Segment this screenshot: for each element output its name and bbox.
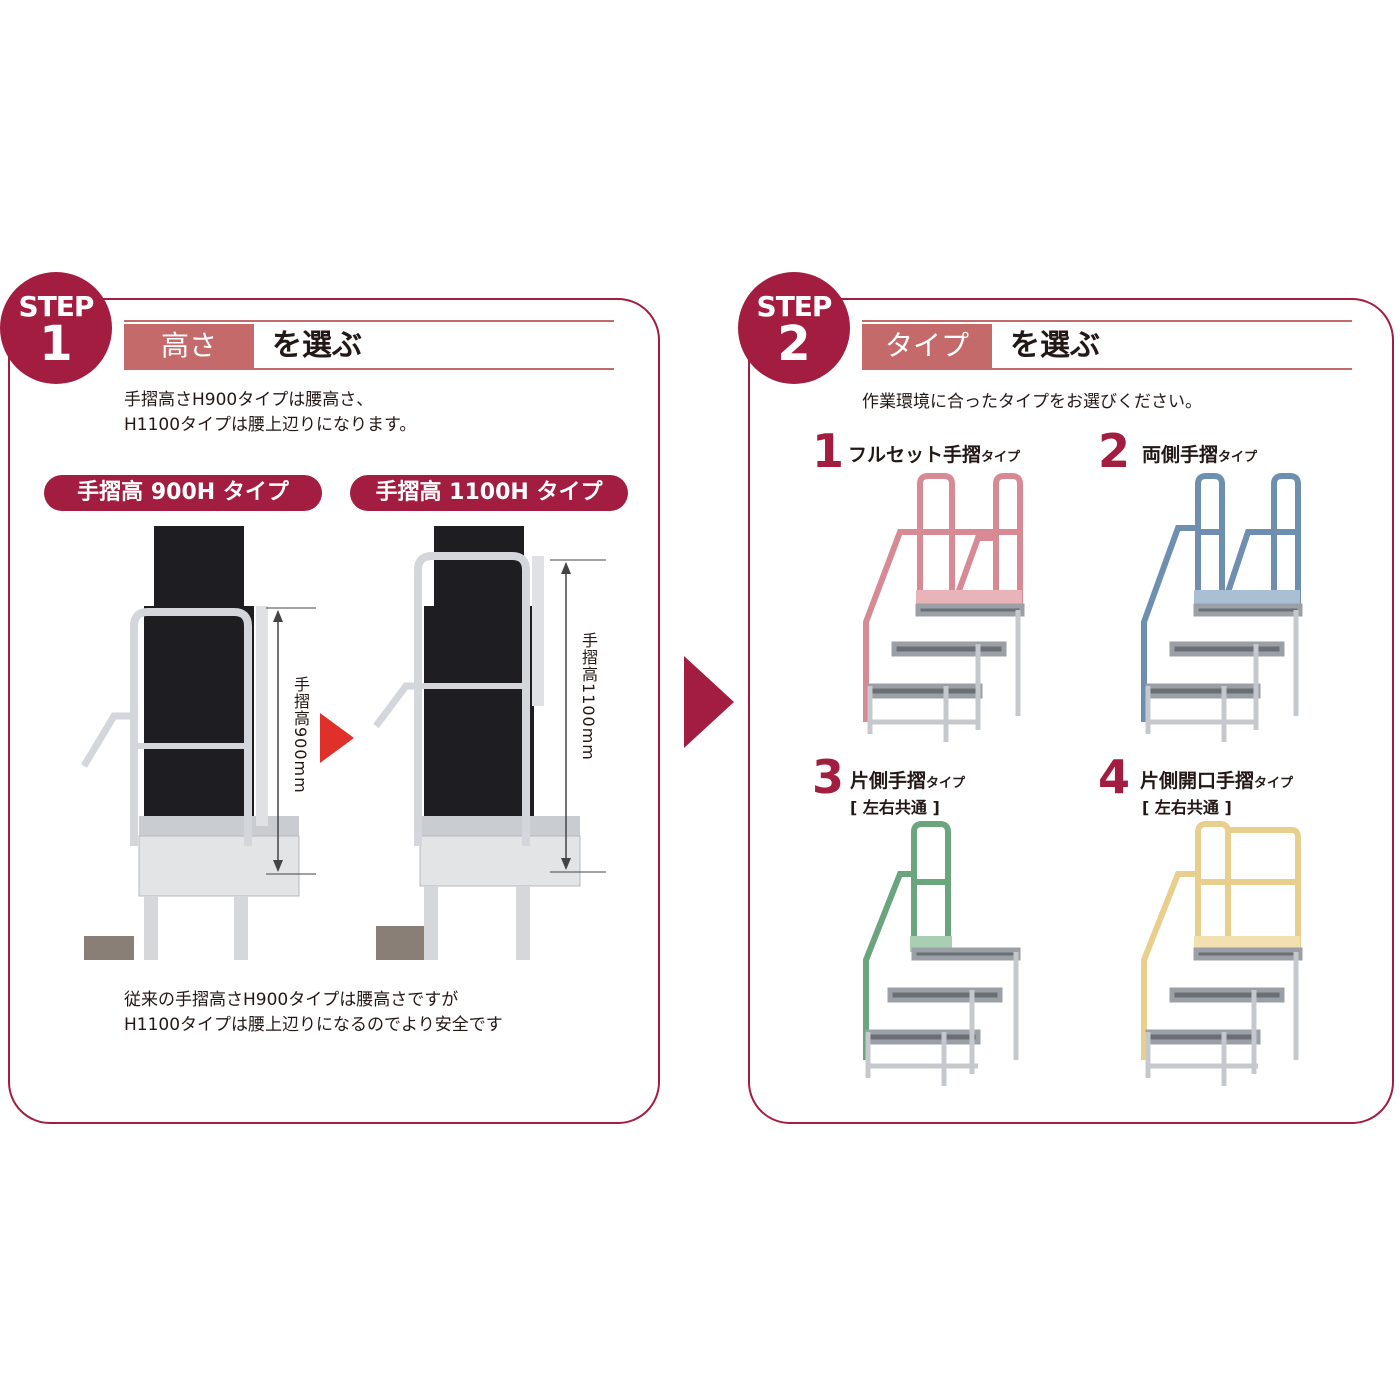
step2-heading-text: を選ぶ: [1010, 328, 1100, 363]
type2-suffix: タイプ: [1218, 450, 1258, 465]
type4-note: [ 左右共通 ]: [1142, 798, 1232, 817]
dimension-arrow-900: [266, 607, 316, 875]
type-900h-label: 手摺高 900H タイプ: [44, 475, 322, 511]
step1-note: 従来の手摺高さH900タイプは腰高さですが H1100タイプは腰上辺りになるので…: [124, 990, 503, 1035]
step2-heading: タイプ を選ぶ: [862, 320, 1352, 370]
step1-panel: [8, 298, 660, 1124]
type4-label: 片側開口手摺タイプ: [1140, 766, 1293, 793]
photo-1100h-handrail: [373, 526, 581, 960]
type4-name: 片側開口手摺: [1140, 770, 1255, 792]
step2-badge-number: 2: [777, 316, 811, 372]
step2-description: 作業環境に合ったタイプをお選びください。: [862, 392, 1202, 412]
type4-number: 4: [1098, 750, 1131, 804]
type3-note: [ 左右共通 ]: [850, 798, 940, 817]
step2-badge: STEP 2: [738, 272, 850, 384]
step1-heading-tag: 高さ: [124, 324, 254, 368]
stair-type3-one-side-handrail: [863, 821, 1021, 1086]
step2-heading-tag: タイプ: [862, 324, 992, 368]
type3-label: 片側手摺タイプ: [850, 766, 965, 793]
type1-name: フルセット手摺: [848, 444, 982, 466]
step2-badge-word: STEP: [756, 290, 833, 323]
step1-heading-text: を選ぶ: [272, 328, 362, 363]
type4-suffix: タイプ: [1254, 776, 1294, 791]
step1-badge-number: 1: [39, 316, 73, 372]
dimension-arrow-1100: [550, 559, 606, 873]
heading-rule-bottom: [124, 368, 614, 370]
type3-name: 片側手摺: [850, 770, 927, 792]
dimension-label-1100: 手摺高1100mm: [579, 632, 598, 761]
dimension-label-900: 手摺高900mm: [291, 676, 310, 794]
arrow-right-small-icon: [320, 713, 354, 763]
type3-suffix: タイプ: [926, 776, 966, 791]
type2-label: 両側手摺タイプ: [1142, 440, 1257, 467]
step1-badge: STEP 1: [0, 272, 112, 384]
type1-label: フルセット手摺タイプ: [848, 440, 1020, 467]
type1-suffix: タイプ: [981, 450, 1021, 465]
photo-900h-handrail: [80, 526, 300, 960]
stair-type2-both-sides-handrail: [1141, 473, 1303, 742]
type-1100h-label: 手摺高 1100H タイプ: [350, 475, 628, 511]
step1-heading: 高さ を選ぶ: [124, 320, 614, 370]
type3-number: 3: [812, 750, 845, 804]
stair-type1-full-handrail: [863, 473, 1025, 742]
type2-name: 両側手摺: [1142, 444, 1219, 466]
heading-rule-top: [124, 320, 614, 322]
step2-panel: [748, 298, 1394, 1124]
step1-badge-word: STEP: [18, 290, 95, 323]
type2-number: 2: [1098, 424, 1131, 478]
heading-rule-top: [862, 320, 1352, 322]
stair-type4-one-side-open-handrail: [1141, 821, 1303, 1086]
step1-description: 手摺高さH900タイプは腰高さ、 H1100タイプは腰上辺りになります。: [124, 390, 417, 435]
type1-number: 1: [812, 424, 845, 478]
heading-rule-bottom: [862, 368, 1352, 370]
arrow-right-large-icon: [684, 656, 734, 748]
